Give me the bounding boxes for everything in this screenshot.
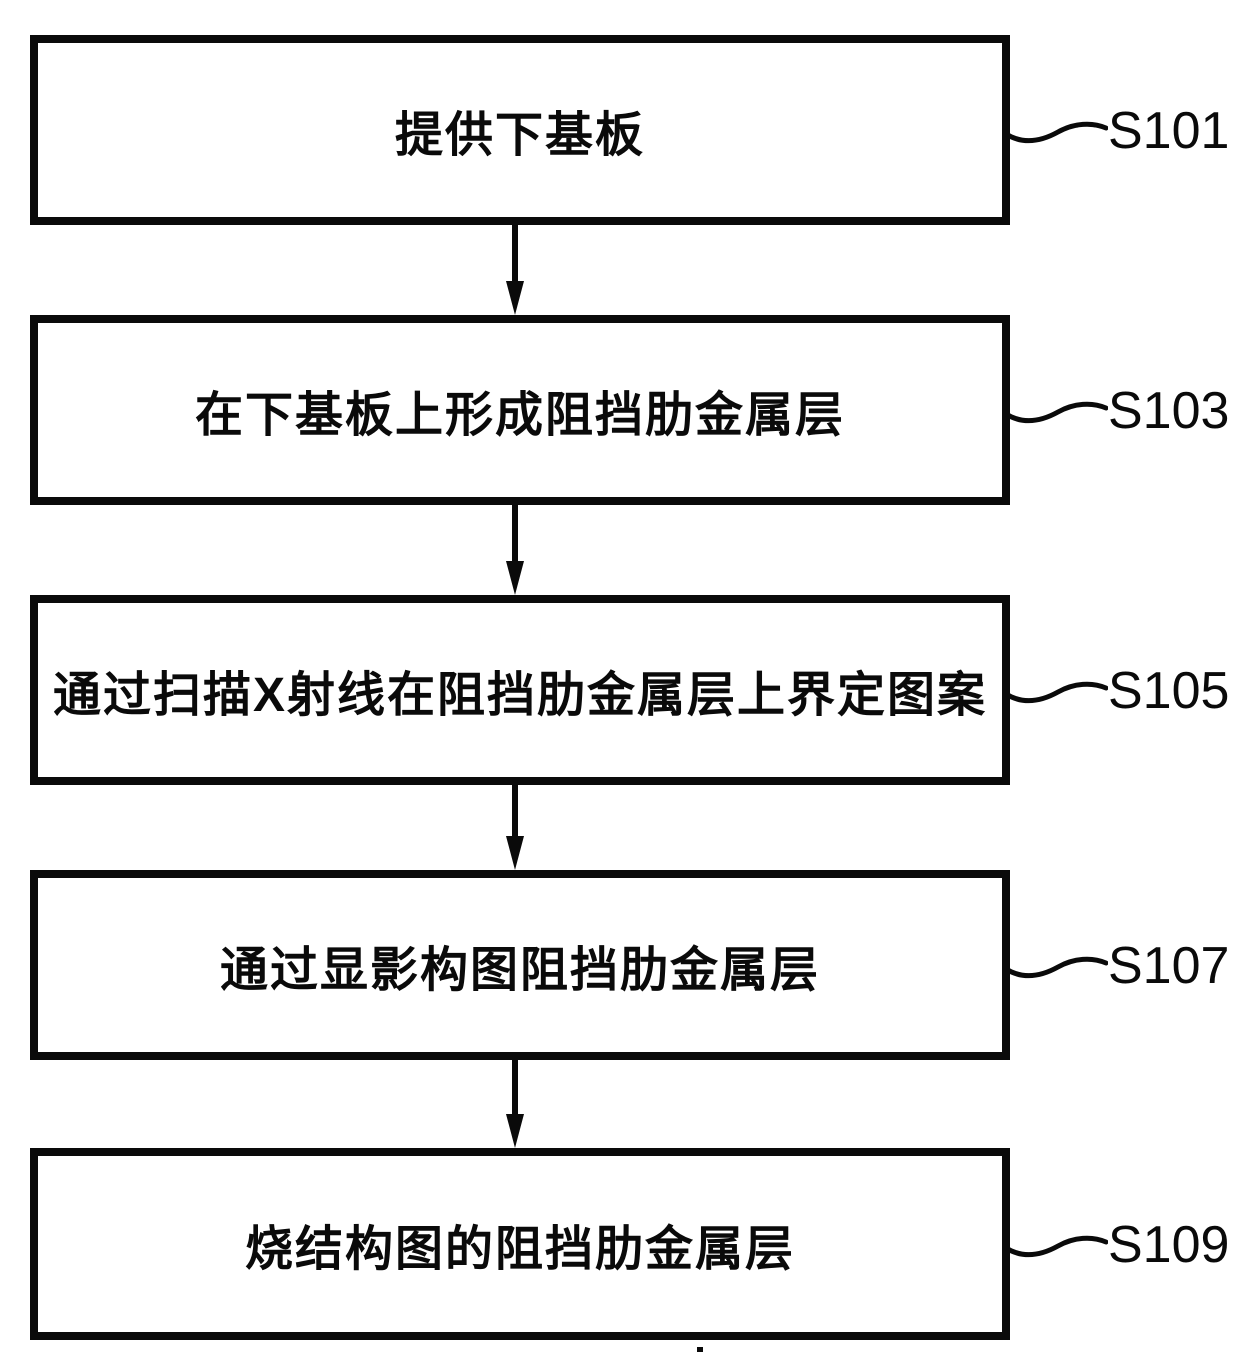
flowchart-step-box-4: 通过显影构图阻挡肋金属层: [30, 870, 1010, 1060]
flowchart-step-box-2: 在下基板上形成阻挡肋金属层: [30, 315, 1010, 505]
flowchart-step-box-1: 提供下基板: [30, 35, 1010, 225]
label-connector-line-1: [1004, 121, 1108, 143]
step-label-s107: S107: [1108, 937, 1230, 995]
step-text-2: 在下基板上形成阻挡肋金属层: [194, 389, 845, 442]
label-connector-line-4: [1004, 956, 1108, 978]
scan-artifact-dot: [697, 1347, 703, 1352]
step-text-3: 通过扫描X射线在阻挡肋金属层上界定图案: [52, 669, 988, 722]
step-text-4: 通过显影构图阻挡肋金属层: [219, 944, 820, 997]
label-connector-line-3: [1004, 681, 1108, 703]
flow-arrow-down-icon-4: [506, 1060, 524, 1148]
step-text-5: 烧结构图的阻挡肋金属层: [244, 1223, 795, 1276]
step-label-s101: S101: [1108, 102, 1230, 160]
flowchart-step-box-3: 通过扫描X射线在阻挡肋金属层上界定图案: [30, 595, 1010, 785]
flow-arrow-down-icon-1: [506, 225, 524, 315]
step-label-s105: S105: [1108, 662, 1230, 720]
step-label-s109: S109: [1108, 1216, 1230, 1274]
flowchart-step-box-5: 烧结构图的阻挡肋金属层: [30, 1148, 1010, 1340]
step-text-1: 提供下基板: [394, 109, 645, 162]
label-connector-line-5: [1004, 1235, 1108, 1257]
step-label-s103: S103: [1108, 382, 1230, 440]
flow-arrow-down-icon-2: [506, 505, 524, 595]
label-connector-line-2: [1004, 401, 1108, 423]
flow-arrow-down-icon-3: [506, 785, 524, 870]
